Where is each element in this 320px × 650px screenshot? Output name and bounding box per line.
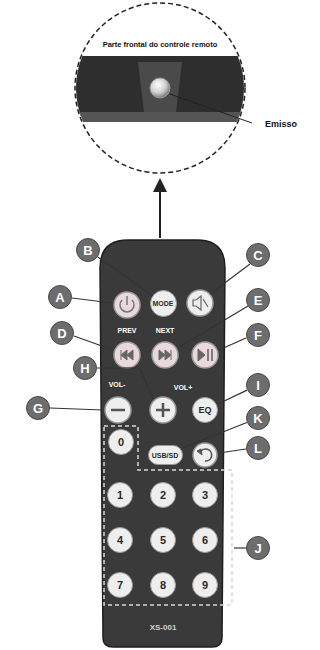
callout-letter: H	[73, 356, 97, 380]
button-text: EQ	[198, 405, 211, 415]
callout-letter: C	[246, 243, 270, 267]
eq-button: EQ	[192, 397, 218, 423]
button-text: 8	[160, 579, 166, 591]
callout-letter: E	[246, 288, 270, 312]
button-text: 3	[202, 489, 208, 501]
leader-line	[183, 422, 247, 448]
number-button: 6	[192, 527, 218, 553]
callout-letter: A	[48, 285, 72, 309]
number-button: 4	[107, 527, 133, 553]
button-text: I	[256, 378, 260, 393]
group-bracket	[104, 426, 232, 605]
number-button: 5	[150, 527, 176, 553]
button-text: G	[33, 401, 43, 416]
button-text: 9	[202, 579, 208, 591]
button-text: D	[57, 326, 66, 341]
callout-letter: J	[246, 536, 270, 560]
button-text: L	[254, 441, 262, 456]
button-text: 0	[118, 436, 124, 448]
callout-letter: K	[246, 406, 270, 430]
number-button: 1	[107, 482, 133, 508]
button-caption: PREV	[117, 327, 136, 334]
button-text: MODE	[153, 300, 174, 307]
callout-letter: D	[50, 321, 74, 345]
button-text: A	[55, 290, 64, 305]
inset-circle	[75, 3, 245, 173]
button-caption: VOL+	[174, 384, 192, 391]
button-text: 7	[117, 579, 123, 591]
button-caption: VOL-	[109, 381, 126, 388]
number-button: 2	[150, 482, 176, 508]
arrow-head	[153, 178, 167, 192]
leader-line	[170, 94, 252, 123]
model-number: XS-001	[150, 623, 177, 632]
button-caption: NEXT	[156, 327, 175, 334]
button-text: K	[253, 411, 262, 426]
inset-view	[70, 56, 250, 122]
leader-line	[98, 257, 152, 295]
callout-letter: B	[76, 238, 100, 262]
callout-letter: L	[246, 436, 270, 460]
usb-sd-button: USB/SD	[148, 445, 183, 465]
leader-lines	[50, 264, 250, 548]
button-text: 1	[117, 489, 123, 501]
number-button: 9	[192, 572, 218, 598]
callout-letter: G	[26, 396, 50, 420]
button-text: 6	[202, 534, 208, 546]
button-text: 2	[160, 489, 166, 501]
arrow-line	[159, 190, 161, 238]
remote-body	[100, 240, 225, 647]
button-text: E	[254, 293, 263, 308]
button-text: C	[253, 248, 262, 263]
callout-letter: F	[246, 323, 270, 347]
number-button: 3	[192, 482, 218, 508]
number-button: 8	[150, 572, 176, 598]
button-text: 5	[160, 534, 166, 546]
number-button: 0	[108, 429, 134, 455]
button-text: USB/SD	[152, 452, 178, 459]
button-text: F	[254, 328, 262, 343]
button-text: B	[83, 243, 92, 258]
inset-title: Parte frontal do controle remoto	[90, 40, 230, 49]
button-text: H	[80, 361, 89, 376]
button-text: 4	[117, 534, 123, 546]
callout-letter: I	[246, 373, 270, 397]
number-button: 7	[107, 572, 133, 598]
part-label: Emisso	[265, 119, 297, 129]
leader-line	[217, 390, 247, 404]
button-text: J	[254, 541, 261, 556]
mode-button: MODE	[150, 290, 177, 317]
